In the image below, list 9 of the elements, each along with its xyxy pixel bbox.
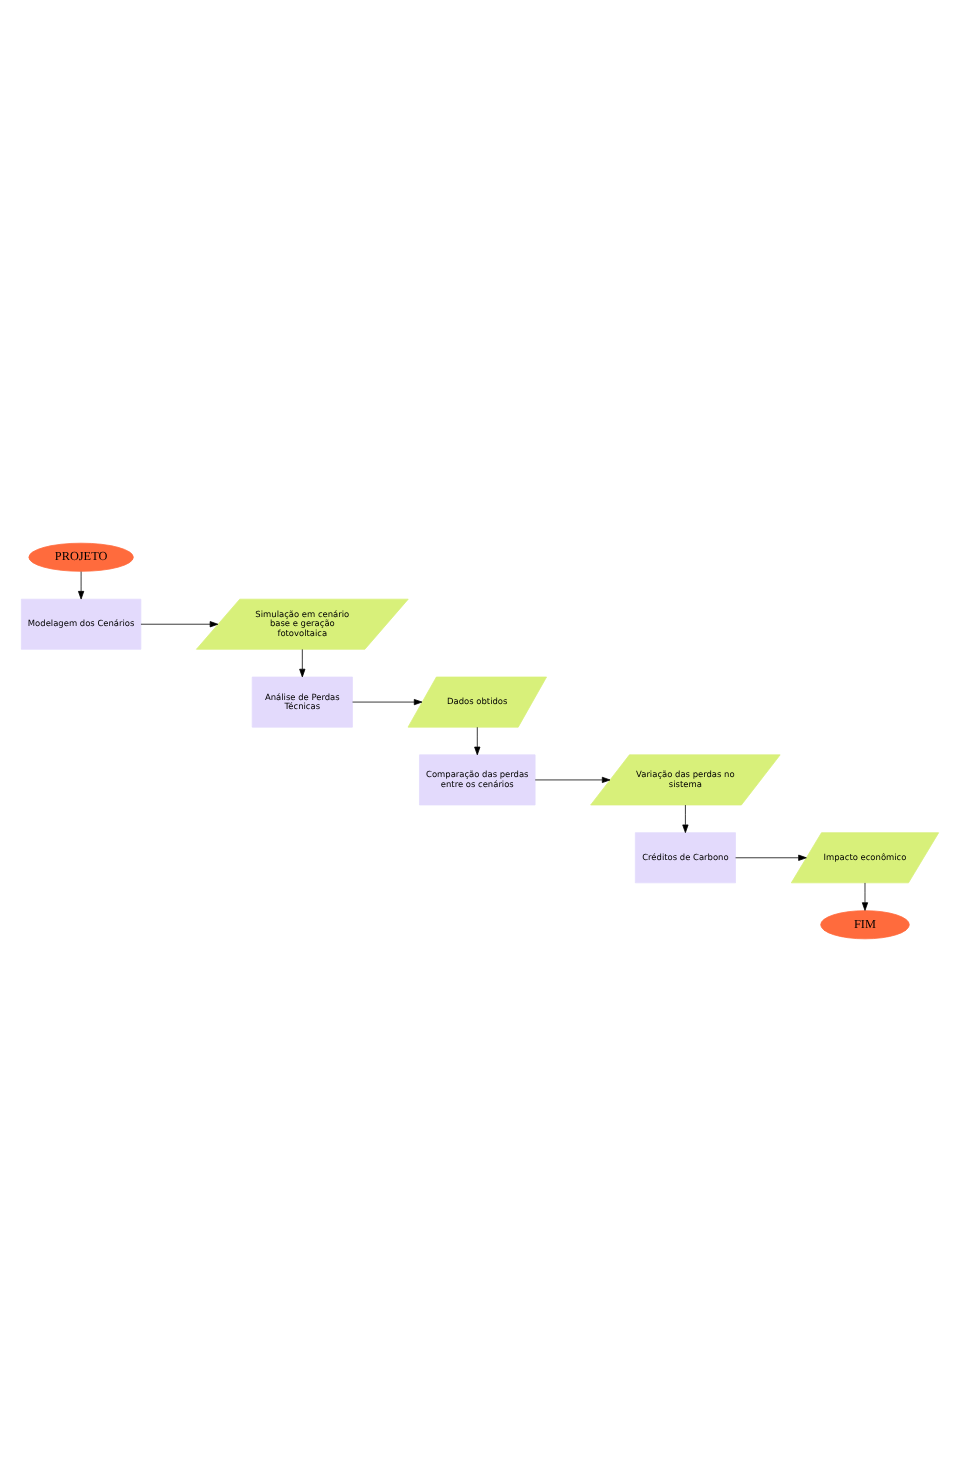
- arrow: [78, 570, 85, 599]
- arrow: [735, 853, 807, 860]
- arrow: [352, 698, 423, 705]
- arrow: [861, 881, 869, 910]
- arrow: [682, 803, 689, 832]
- arrow: [474, 725, 481, 755]
- arrow: [299, 647, 306, 677]
- arrow: [534, 775, 611, 782]
- arrow: [140, 620, 219, 627]
